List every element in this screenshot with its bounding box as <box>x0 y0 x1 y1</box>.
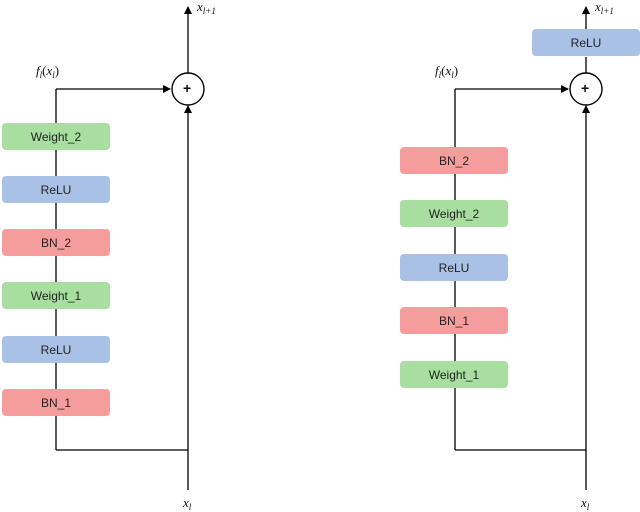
right-diagram <box>454 6 603 490</box>
right-block-bn-2: BN_2 <box>400 147 508 174</box>
left-block-bn-1: BN_1 <box>2 389 110 416</box>
right-block-weight-1: Weight_1 <box>400 361 508 388</box>
right-residual-function-label: fl(xl) <box>435 63 459 80</box>
left-block-relu-2: ReLU <box>2 176 110 203</box>
right-block-relu: ReLU <box>400 254 508 281</box>
right-input-label: xl <box>581 495 590 512</box>
left-input-label: xl <box>183 495 192 512</box>
left-block-weight-1: Weight_1 <box>2 282 110 309</box>
right-block-bn-1: BN_1 <box>400 307 508 334</box>
left-block-weight-2: Weight_2 <box>2 123 110 150</box>
left-plus-sign: + <box>183 80 192 96</box>
right-output-label: xl+1 <box>595 0 614 16</box>
left-output-label: xl+1 <box>197 0 216 16</box>
right-block-relu-post: ReLU <box>532 29 640 56</box>
right-block-weight-2: Weight_2 <box>400 200 508 227</box>
left-block-relu-1: ReLU <box>2 336 110 363</box>
left-block-bn-2: BN_2 <box>2 229 110 256</box>
left-residual-function-label: fl(xl) <box>36 63 60 80</box>
right-plus-sign: + <box>581 80 590 96</box>
